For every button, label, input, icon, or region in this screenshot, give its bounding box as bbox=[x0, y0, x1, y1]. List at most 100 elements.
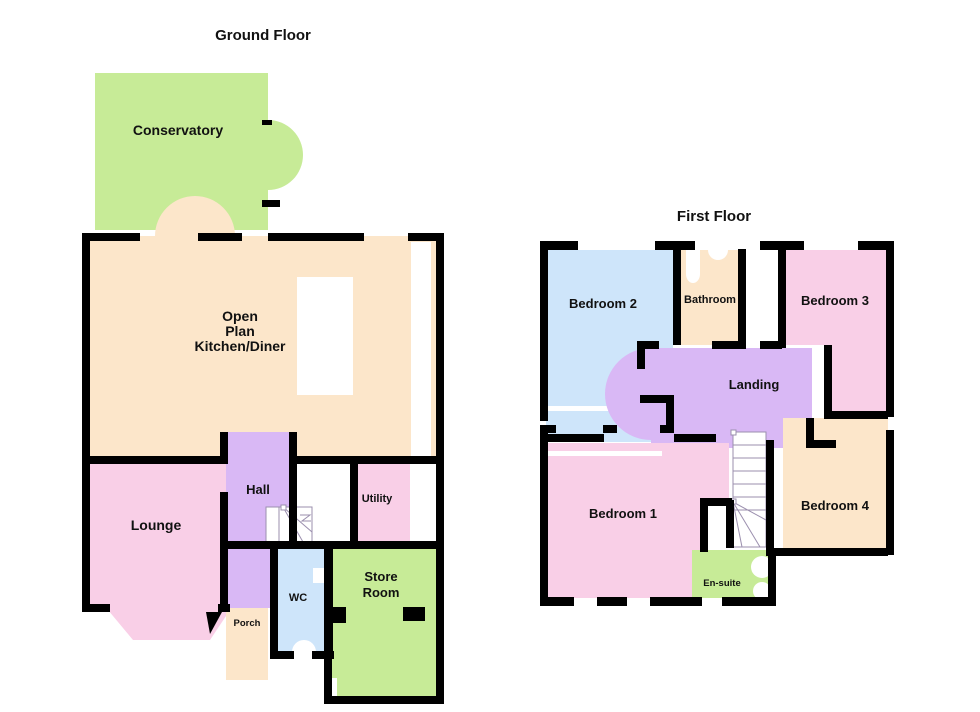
kitchen-diner-label-line-3: Kitchen/Diner bbox=[194, 338, 286, 354]
room-bedroom-4[interactable]: Bedroom 4 bbox=[783, 418, 888, 555]
kitchen-right-setback bbox=[411, 242, 431, 460]
gf-wall-left bbox=[82, 236, 90, 612]
first-floor-title: First Floor bbox=[677, 208, 751, 225]
bedroom-1-label: Bedroom 1 bbox=[589, 506, 657, 521]
ff-wall-landing-notch bbox=[637, 341, 645, 369]
en-suite-fixture-toilet bbox=[753, 582, 771, 600]
gf-wall-utility-left bbox=[350, 460, 358, 548]
room-conservatory[interactable]: Conservatory bbox=[95, 73, 303, 230]
room-utility[interactable]: Utility bbox=[358, 462, 410, 546]
gf-wall-top-left bbox=[82, 233, 140, 241]
gf-wall-div-utility-store bbox=[330, 541, 444, 549]
gf-wall-top-right bbox=[268, 233, 364, 241]
ff-wall-landing-top-left bbox=[637, 341, 659, 349]
gf-wall-front-stub bbox=[403, 607, 425, 621]
stair-winder-a bbox=[732, 501, 767, 521]
wc-fixture-toilet bbox=[292, 640, 316, 652]
bathroom-fixture-bath bbox=[686, 250, 700, 283]
stair-newel-post bbox=[280, 504, 287, 511]
ff-wall-landing-bottom-right bbox=[806, 440, 836, 448]
ff-wall-bed4-bottom bbox=[766, 548, 888, 556]
first-floor-staircase[interactable] bbox=[730, 429, 767, 548]
lounge-fill bbox=[88, 462, 226, 640]
ff-wall-stair-left-lower bbox=[726, 500, 734, 548]
kitchen-door-swing-left bbox=[155, 196, 195, 236]
ff-wall-bottom-seg-1 bbox=[540, 597, 574, 606]
wc-fill bbox=[277, 547, 327, 652]
room-bedroom-1[interactable]: Bedroom 1 bbox=[546, 443, 729, 598]
room-landing[interactable]: Landing bbox=[605, 348, 812, 448]
ff-wall-right-lower bbox=[886, 430, 894, 555]
store-room-fill bbox=[330, 547, 437, 700]
gf-wall-right-lower bbox=[436, 545, 444, 700]
conservatory-door-swing-upper bbox=[268, 120, 303, 155]
ff-wall-bathroom-right bbox=[738, 249, 746, 345]
ground-floor-title: Ground Floor bbox=[215, 27, 311, 44]
porch-door-swing bbox=[226, 640, 266, 680]
bedroom-1-window-mark bbox=[546, 451, 662, 456]
ff-wall-top-seg-4 bbox=[858, 241, 894, 250]
wc-label: WC bbox=[289, 592, 307, 604]
room-wc[interactable]: WC bbox=[277, 547, 327, 652]
utility-fill bbox=[358, 462, 410, 546]
ff-wall-bed3-bottom-left bbox=[824, 345, 832, 415]
bedroom-4-label: Bedroom 4 bbox=[801, 498, 870, 513]
conservatory-door-swing-lower bbox=[268, 155, 303, 190]
gf-wall-lounge-bottom-left bbox=[82, 604, 110, 612]
ground-floor-group: Ground Floor Conservatory Open bbox=[82, 27, 444, 704]
ff-wall-bed2-right-return bbox=[640, 395, 674, 403]
gf-wall-bay-right-return bbox=[206, 612, 222, 634]
ff-wall-bed3-left bbox=[778, 249, 786, 348]
ff-wall-bottom-seg-4 bbox=[722, 597, 776, 606]
ground-floor-walls bbox=[82, 120, 444, 704]
room-porch[interactable]: Porch bbox=[226, 608, 268, 680]
ff-wall-top-seg-1 bbox=[540, 241, 578, 250]
gf-wall-conservatory-stub bbox=[262, 200, 280, 207]
ff-wall-bed2-bottom-mid bbox=[603, 425, 617, 433]
en-suite-label: En-suite bbox=[703, 578, 740, 589]
room-bathroom[interactable]: Bathroom bbox=[681, 250, 740, 345]
ff-wall-ensuite-right bbox=[768, 548, 776, 600]
room-store-room[interactable]: Store Room bbox=[330, 547, 437, 700]
hall-door-swing-top bbox=[226, 432, 264, 470]
ff-wall-landing-top-right bbox=[712, 341, 746, 349]
ff-wall-bed2-bathroom bbox=[673, 249, 681, 345]
landing-label: Landing bbox=[729, 377, 780, 392]
stair-winder-c bbox=[732, 501, 743, 548]
ff-wall-bed1-top-right bbox=[674, 434, 716, 442]
gf-wall-hall-right-upper bbox=[289, 432, 297, 466]
gf-wall-wc-bottom-right bbox=[312, 651, 334, 659]
ff-wall-bed2-right-lower bbox=[666, 400, 674, 433]
bedroom-1-fill bbox=[546, 443, 729, 598]
gf-wall-hall-right bbox=[289, 464, 297, 546]
bedroom-3-label: Bedroom 3 bbox=[801, 293, 869, 308]
gf-wall-top-corner bbox=[408, 233, 444, 241]
landing-fill bbox=[651, 348, 812, 448]
ff-wall-bottom-seg-3 bbox=[650, 597, 702, 606]
utility-label: Utility bbox=[362, 493, 393, 505]
conservatory-label: Conservatory bbox=[133, 122, 223, 138]
gf-wall-wc-left bbox=[270, 545, 278, 657]
room-open-plan-kitchen-diner[interactable]: Open Plan Kitchen/Diner bbox=[88, 196, 437, 460]
store-room-label-line-1: Store bbox=[364, 569, 397, 584]
room-en-suite[interactable]: En-suite bbox=[692, 550, 773, 600]
gf-wall-store-left bbox=[324, 549, 332, 704]
gf-wall-conservatory-stub-upper bbox=[262, 120, 272, 125]
porch-label: Porch bbox=[234, 618, 261, 629]
conservatory-fill bbox=[95, 73, 268, 230]
room-lounge[interactable]: Lounge bbox=[88, 462, 226, 640]
ff-wall-bed1-top-left bbox=[548, 434, 604, 442]
gf-wall-right-upper bbox=[436, 233, 444, 563]
ff-wall-landing-top-far bbox=[760, 341, 782, 349]
stair-winder-1 bbox=[282, 506, 313, 533]
stair-newel-post-first bbox=[730, 429, 737, 436]
kitchen-void-rectangle bbox=[297, 277, 353, 395]
ff-wall-right-upper bbox=[886, 241, 894, 417]
room-bedroom-3[interactable]: Bedroom 3 bbox=[786, 250, 888, 411]
gf-wall-top-mid bbox=[198, 233, 242, 241]
bedroom-2-label: Bedroom 2 bbox=[569, 296, 637, 311]
ff-wall-left-lower bbox=[540, 433, 548, 605]
gf-wall-wc-bottom-left bbox=[270, 651, 294, 659]
ff-wall-stair-right bbox=[766, 440, 774, 548]
